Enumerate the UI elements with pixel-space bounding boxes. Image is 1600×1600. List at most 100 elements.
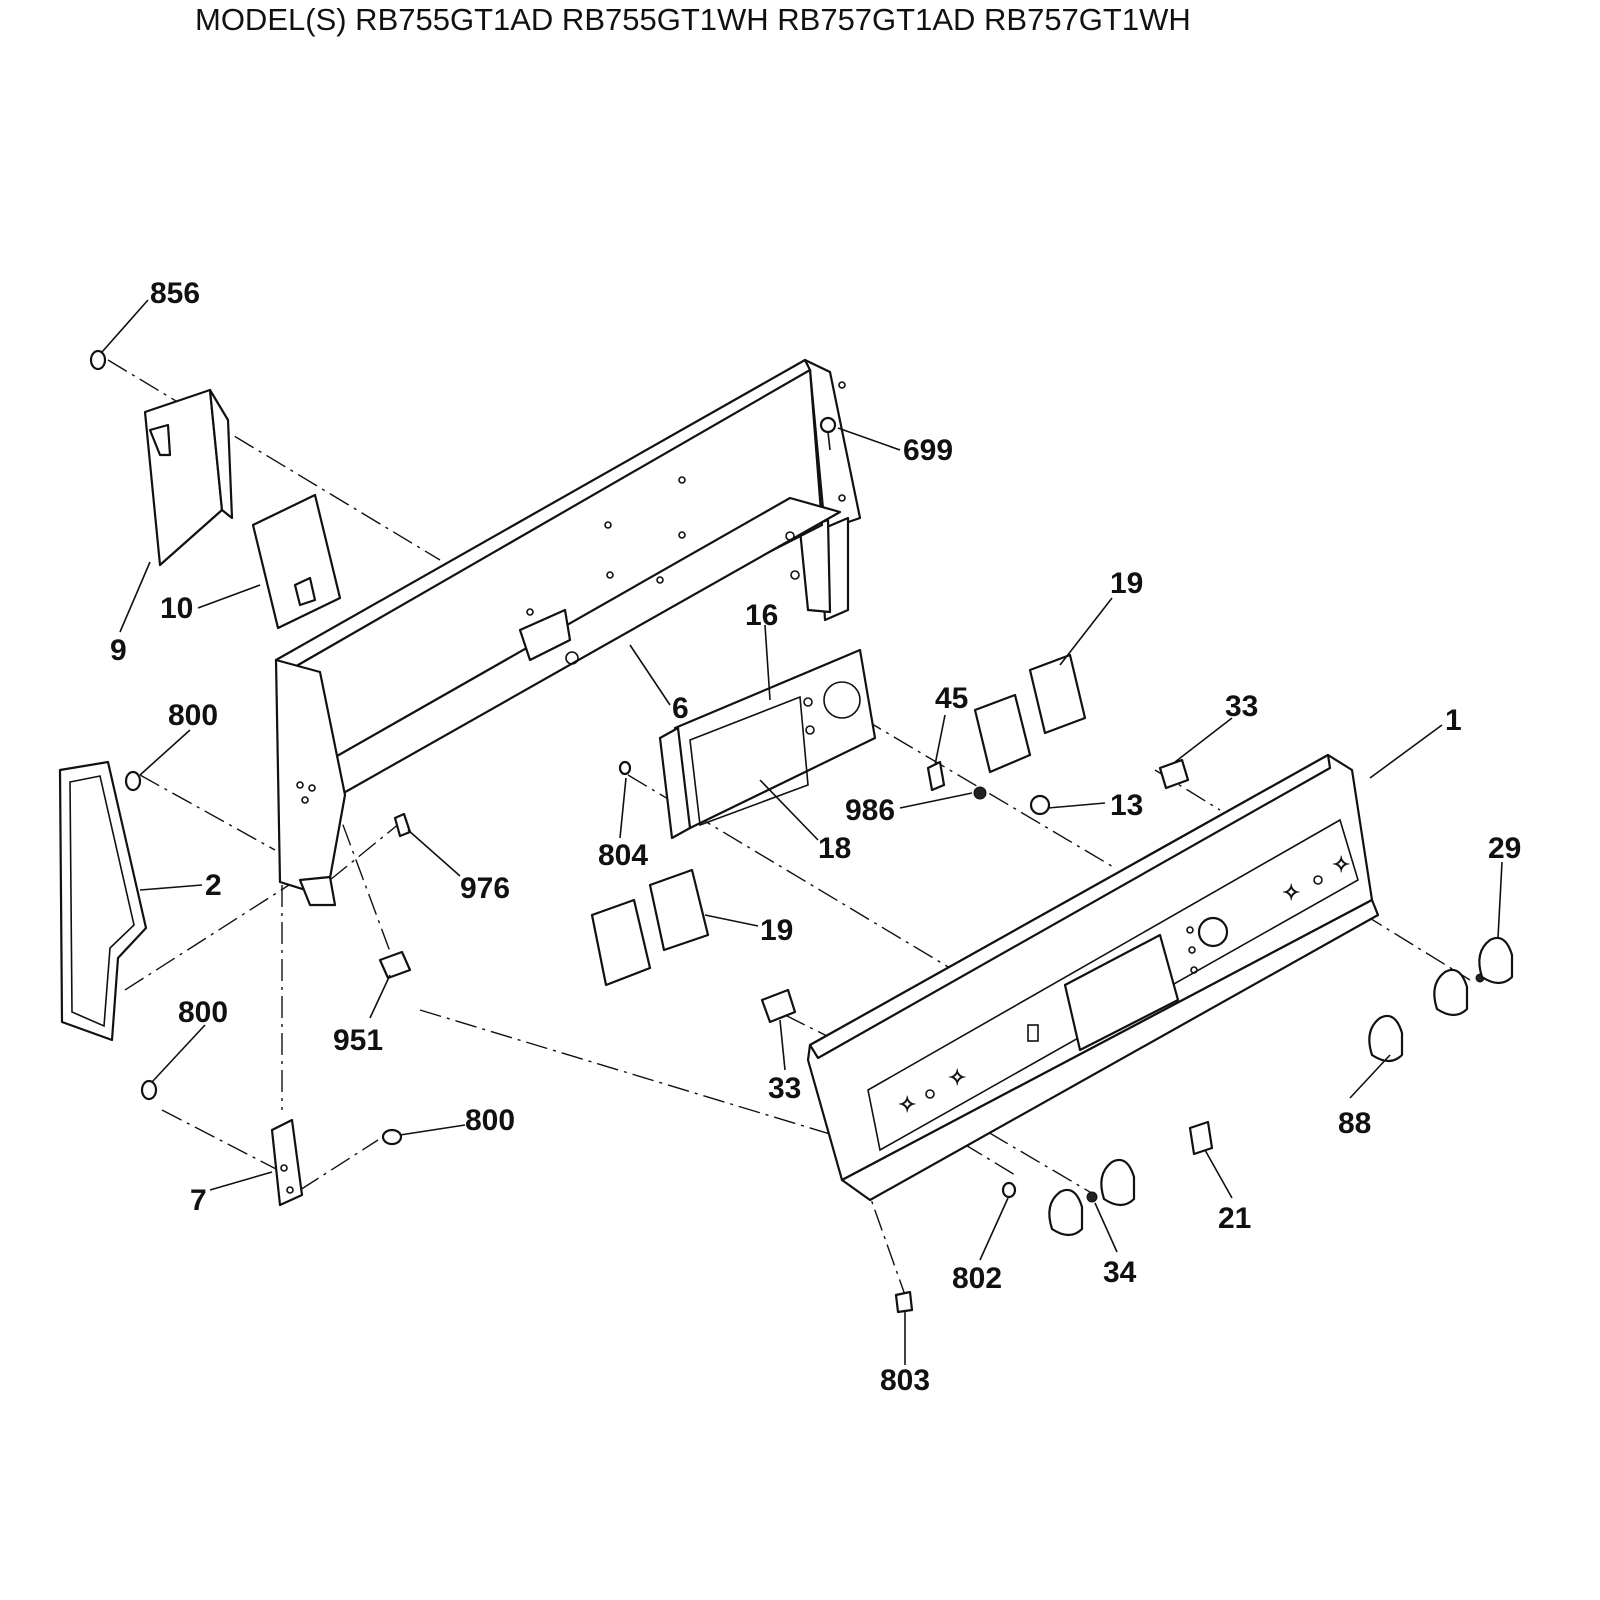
control-panel-1-top-lip bbox=[808, 753, 1332, 1060]
callout-19-upper: 19 bbox=[1110, 567, 1143, 600]
knob-icon bbox=[1433, 968, 1469, 1017]
clip-34-icon bbox=[1086, 1191, 1098, 1203]
frame-hole bbox=[790, 570, 800, 580]
callout-2: 2 bbox=[205, 869, 222, 902]
end-cap-part-2 bbox=[58, 760, 148, 1042]
nut-986-icon bbox=[973, 786, 987, 800]
bracket-9-side bbox=[208, 388, 234, 520]
callout-33-upper: 33 bbox=[1225, 690, 1258, 723]
callout-800-mid: 800 bbox=[178, 996, 228, 1029]
callout-10: 10 bbox=[160, 592, 193, 625]
screw-804-icon bbox=[618, 760, 632, 776]
bracket-9-tab bbox=[148, 423, 172, 457]
frame-hole bbox=[656, 576, 664, 584]
frame-hole bbox=[678, 531, 686, 539]
leader-lines bbox=[101, 299, 1503, 1365]
screw-802-icon bbox=[1001, 1181, 1017, 1199]
knob-icon bbox=[1048, 1188, 1084, 1237]
callout-6: 6 bbox=[672, 692, 689, 725]
callout-802: 802 bbox=[952, 1262, 1002, 1295]
board-16-hole bbox=[805, 725, 815, 735]
backguard-frame bbox=[274, 358, 862, 907]
callout-45: 45 bbox=[935, 682, 968, 715]
callout-labels: 856 699 9 10 19 16 6 45 33 1 800 986 13 … bbox=[110, 277, 1521, 1397]
screw-856-icon bbox=[89, 349, 107, 371]
callout-7: 7 bbox=[190, 1184, 207, 1217]
frame-hole bbox=[838, 494, 846, 502]
knob-88-icon bbox=[1368, 1014, 1404, 1063]
control-board-part-16 bbox=[658, 648, 877, 840]
bracket-7-body bbox=[270, 1118, 304, 1207]
callout-856: 856 bbox=[150, 277, 200, 310]
assembly-line-803 bbox=[849, 1139, 906, 1296]
switch-33-upper-icon bbox=[1158, 758, 1190, 790]
callout-33-lower: 33 bbox=[768, 1072, 801, 1105]
callout-986: 986 bbox=[845, 794, 895, 827]
knob-icon bbox=[1100, 1158, 1136, 1207]
control-panel-1-hole bbox=[1313, 875, 1323, 885]
switch-19-upper-b bbox=[1028, 653, 1087, 735]
control-panel-1-hole bbox=[1190, 966, 1198, 974]
board-16-edge bbox=[658, 726, 692, 840]
frame-hole bbox=[785, 531, 795, 541]
frame-hole bbox=[301, 796, 309, 804]
control-panel-1-hole bbox=[925, 1089, 935, 1099]
bracket-7-hole bbox=[280, 1164, 288, 1172]
screw-803-icon bbox=[894, 1290, 914, 1314]
callout-29: 29 bbox=[1488, 832, 1521, 865]
frame-hole bbox=[838, 381, 846, 389]
callout-803: 803 bbox=[880, 1364, 930, 1397]
switch-19-lower-a bbox=[590, 898, 652, 987]
assembly-line-800-low bbox=[299, 1139, 379, 1191]
screw-800-mid-icon bbox=[140, 1079, 158, 1101]
callout-699: 699 bbox=[903, 434, 953, 467]
control-panel-1-inset bbox=[867, 818, 1359, 1152]
assembly-line-800-mid bbox=[161, 1109, 279, 1171]
knob-29-icon bbox=[1478, 936, 1514, 985]
control-panel-part-1: ✧ ✧ ✧ ✧ bbox=[806, 753, 1380, 1202]
board-18-subpanel bbox=[689, 695, 809, 827]
control-panel-1-bottom-lip bbox=[840, 898, 1380, 1202]
frame-hole bbox=[606, 571, 614, 579]
shield-10-body bbox=[251, 493, 342, 630]
frame-hole bbox=[308, 784, 316, 792]
shield-10-notch bbox=[293, 576, 317, 607]
callout-951: 951 bbox=[333, 1024, 383, 1057]
control-panel-1-hole bbox=[1188, 946, 1196, 954]
frame-hole bbox=[526, 608, 534, 616]
bracket-45-icon bbox=[926, 760, 946, 792]
assembly-line-951 bbox=[419, 1009, 851, 1141]
diagram-header: MODEL(S) RB755GT1AD RB755GT1WH RB757GT1A… bbox=[0, 0, 1600, 40]
control-panel-1-hole bbox=[1186, 926, 1194, 934]
bracket-part-7 bbox=[270, 1118, 304, 1207]
bracket-9-body bbox=[143, 388, 224, 567]
burner-mark-icon: ✧ bbox=[1282, 880, 1300, 905]
callout-88: 88 bbox=[1338, 1107, 1371, 1140]
board-16-hole bbox=[803, 697, 813, 707]
board-16-knob-boss bbox=[823, 681, 861, 719]
callout-800-upper: 800 bbox=[168, 699, 218, 732]
assembly-line-29 bbox=[1299, 874, 1471, 981]
screw-699-icon bbox=[819, 416, 837, 434]
switch-21-icon bbox=[1188, 1120, 1214, 1156]
callout-976: 976 bbox=[460, 872, 510, 905]
assembly-line-976 bbox=[329, 822, 401, 881]
screw-800-top-icon bbox=[124, 770, 142, 792]
control-panel-1-slot bbox=[1027, 1024, 1039, 1042]
assembly-line-951-up bbox=[329, 789, 396, 966]
switch-19-upper-a bbox=[973, 693, 1032, 774]
callout-800-low: 800 bbox=[465, 1104, 515, 1137]
end-cap-2-inner bbox=[69, 775, 135, 1028]
model-numbers-title: MODEL(S) RB755GT1AD RB755GT1WH RB757GT1A… bbox=[195, 2, 1191, 37]
infinite-switch-group-lower bbox=[590, 868, 710, 987]
callout-804: 804 bbox=[598, 839, 648, 872]
frame-hole bbox=[565, 651, 579, 665]
end-cap-2-outer bbox=[58, 760, 148, 1042]
washer-13-icon bbox=[1029, 794, 1051, 816]
callout-19-lower: 19 bbox=[760, 914, 793, 947]
frame-left-foot bbox=[298, 875, 337, 907]
control-panel-1-clock-hole bbox=[1197, 916, 1229, 948]
clip-976-icon bbox=[393, 812, 412, 838]
shield-part-10 bbox=[251, 493, 342, 630]
